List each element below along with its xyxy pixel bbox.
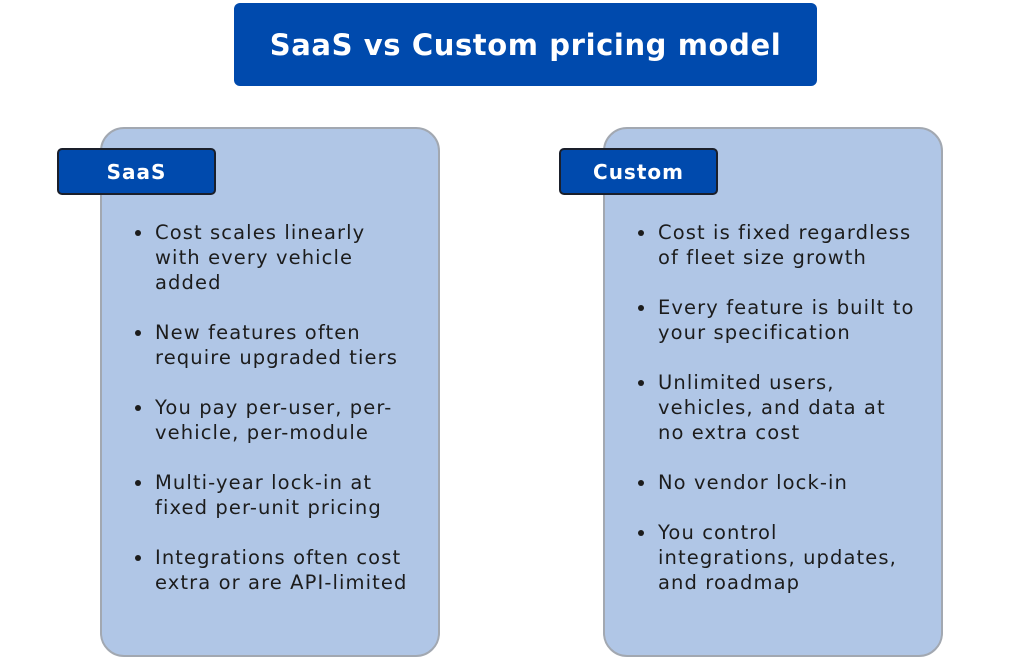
saas-card bbox=[100, 127, 440, 657]
bullet-dot-icon bbox=[135, 330, 141, 336]
bullet-dot-icon bbox=[135, 230, 141, 236]
bullet-dot-icon bbox=[135, 405, 141, 411]
custom-label: Custom bbox=[593, 159, 684, 184]
bullet-text: Cost is fixed regardless of fleet size g… bbox=[658, 221, 912, 269]
bullet-text: New features often require upgraded tier… bbox=[155, 321, 398, 369]
bullet-text: You pay per-user, per-vehicle, per-modul… bbox=[155, 396, 393, 444]
page-title: SaaS vs Custom pricing model bbox=[269, 27, 782, 62]
title-banner: SaaS vs Custom pricing model bbox=[234, 3, 817, 86]
saas-label: SaaS bbox=[106, 159, 167, 184]
custom-bullet-list: Cost is fixed regardless of fleet size g… bbox=[636, 220, 916, 620]
custom-bullet-item: You control integrations, updates, and r… bbox=[636, 520, 916, 595]
custom-label-tab: Custom bbox=[559, 148, 718, 195]
bullet-dot-icon bbox=[135, 555, 141, 561]
bullet-text: No vendor lock-in bbox=[658, 471, 849, 494]
bullet-dot-icon bbox=[638, 480, 644, 486]
saas-bullet-list: Cost scales linearly with every vehicle … bbox=[133, 220, 413, 620]
bullet-text: Multi-year lock-in at fixed per-unit pri… bbox=[155, 471, 382, 519]
custom-bullet-item: No vendor lock-in bbox=[636, 470, 916, 495]
custom-bullet-item: Every feature is built to your specifica… bbox=[636, 295, 916, 345]
custom-bullet-item: Unlimited users, vehicles, and data at n… bbox=[636, 370, 916, 445]
bullet-dot-icon bbox=[638, 530, 644, 536]
bullet-text: Integrations often cost extra or are API… bbox=[155, 546, 408, 594]
saas-label-tab: SaaS bbox=[57, 148, 216, 195]
bullet-dot-icon bbox=[638, 305, 644, 311]
bullet-text: Unlimited users, vehicles, and data at n… bbox=[658, 371, 886, 444]
saas-bullet-item: You pay per-user, per-vehicle, per-modul… bbox=[133, 395, 413, 445]
bullet-dot-icon bbox=[638, 230, 644, 236]
bullet-text: Cost scales linearly with every vehicle … bbox=[155, 221, 366, 294]
custom-bullet-item: Cost is fixed regardless of fleet size g… bbox=[636, 220, 916, 270]
saas-bullet-item: Integrations often cost extra or are API… bbox=[133, 545, 413, 595]
custom-card bbox=[603, 127, 943, 657]
bullet-dot-icon bbox=[638, 380, 644, 386]
saas-bullet-item: Multi-year lock-in at fixed per-unit pri… bbox=[133, 470, 413, 520]
bullet-text: You control integrations, updates, and r… bbox=[658, 521, 897, 594]
saas-bullet-item: New features often require upgraded tier… bbox=[133, 320, 413, 370]
bullet-dot-icon bbox=[135, 480, 141, 486]
saas-bullet-item: Cost scales linearly with every vehicle … bbox=[133, 220, 413, 295]
bullet-text: Every feature is built to your specifica… bbox=[658, 296, 915, 344]
